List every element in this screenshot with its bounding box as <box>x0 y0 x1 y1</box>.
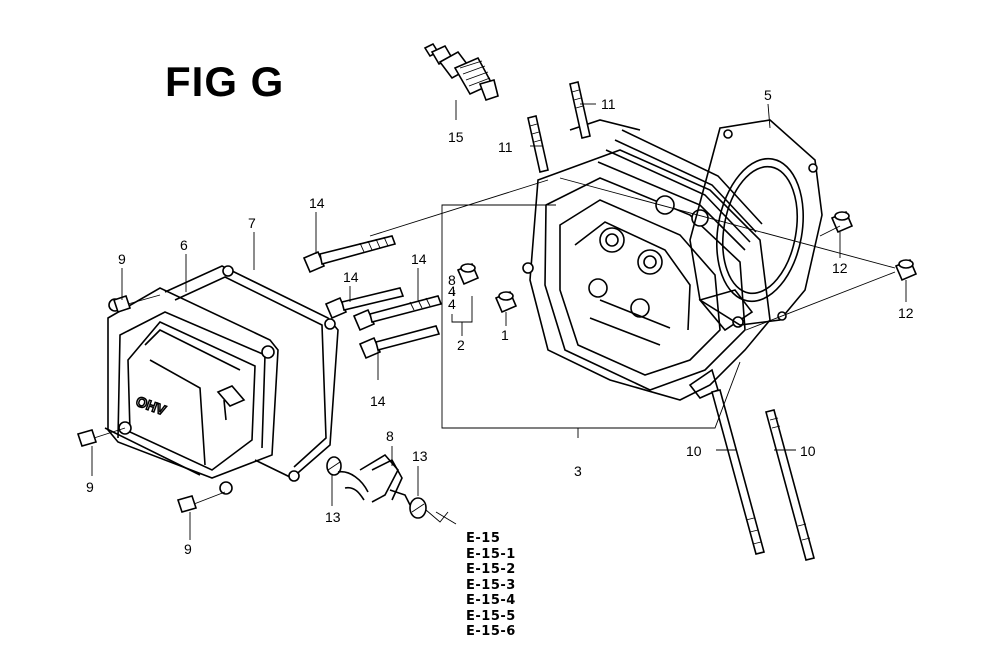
reference-item: E-15-5 <box>466 608 516 624</box>
reference-item: E-15-1 <box>466 546 516 562</box>
dowel-pin-b <box>494 290 518 314</box>
callout-9-lower: 9 <box>184 541 192 557</box>
reference-list: E-15 E-15-1 E-15-2 E-15-3 E-15-4 E-15-5 … <box>466 531 516 640</box>
callout-9-left: 9 <box>86 479 94 495</box>
breather-tube <box>337 453 411 506</box>
reference-item: E-15-3 <box>466 577 516 593</box>
head-bolt-mid-upper <box>324 287 405 320</box>
reference-item: E-15-6 <box>466 624 516 639</box>
callout-11-right: 11 <box>601 96 616 112</box>
callout-1: 1 <box>501 327 509 343</box>
callout-12-lower: 12 <box>898 305 914 321</box>
callout-2: 2 <box>457 337 465 353</box>
callout-14-top: 14 <box>309 195 325 211</box>
callout-13-left: 13 <box>325 509 341 525</box>
cylinder-head <box>522 119 771 401</box>
callout-6: 6 <box>180 237 188 253</box>
cover-bolt-left <box>76 427 126 447</box>
head-bolt-lower <box>358 325 441 360</box>
callout-4-lower: 4 <box>448 283 456 299</box>
callout-14-lower: 14 <box>370 393 386 409</box>
callout-4-upper: 4 <box>448 296 456 312</box>
reference-item: E-15-4 <box>466 593 516 608</box>
cover-bolt-upper <box>112 294 161 314</box>
leader-lines <box>91 100 907 540</box>
callout-14-mid-left: 14 <box>343 269 359 285</box>
assembly-bracket <box>441 204 741 429</box>
callout-7: 7 <box>248 215 256 231</box>
callout-15: 15 <box>448 129 464 145</box>
callout-8-small: 8 <box>448 272 456 288</box>
long-stud-right <box>765 409 815 561</box>
callout-14-mid-right: 14 <box>411 251 427 267</box>
reference-item: E-15-2 <box>466 562 516 577</box>
dowel-cap-lower <box>894 258 918 282</box>
stud-bolt-left <box>527 115 549 173</box>
callout-10-left: 10 <box>686 443 702 459</box>
callout-9-upper: 9 <box>118 251 126 267</box>
callout-8-tube: 8 <box>386 428 394 444</box>
callout-13-right: 13 <box>412 448 428 464</box>
spark-plug <box>423 42 499 102</box>
callout-3: 3 <box>574 463 582 479</box>
dowel-pin-a <box>456 262 480 286</box>
figure-title: FIG G <box>165 58 285 105</box>
hose-clip-right <box>409 497 449 523</box>
callout-12-upper: 12 <box>832 260 848 276</box>
callout-11-left: 11 <box>498 139 513 155</box>
cover-bolt-lower <box>176 491 226 513</box>
callout-10-right: 10 <box>800 443 816 459</box>
valve-cover: OHV <box>104 287 279 495</box>
hose-clip-left <box>326 456 342 476</box>
head-bolt-top <box>302 235 397 274</box>
reference-item: E-15 <box>466 531 501 546</box>
long-stud-left <box>711 389 765 555</box>
stud-bolt-right <box>569 81 591 139</box>
callout-5: 5 <box>764 87 772 103</box>
valve-cover-gasket <box>164 265 339 482</box>
callout-labels: 15 11 11 5 9 6 7 14 14 14 14 8 4 4 2 1 9… <box>86 87 914 557</box>
head-bolt-mid <box>352 295 443 332</box>
